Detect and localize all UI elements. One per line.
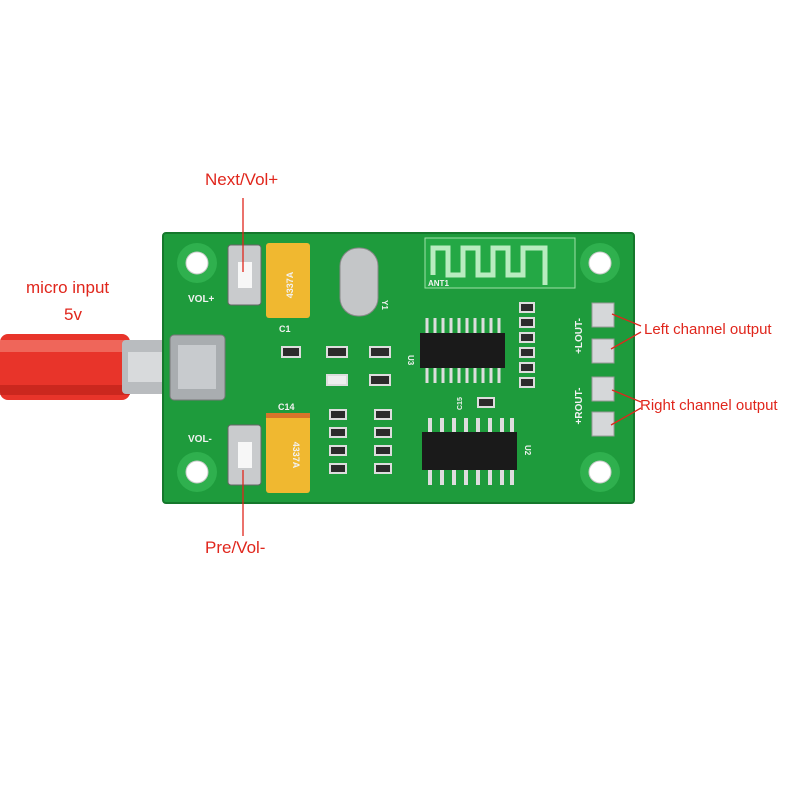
- ic-u3: [420, 318, 505, 383]
- silk-u2: U2: [523, 445, 532, 456]
- silk-vol-down: VOL-: [188, 434, 212, 445]
- label-next-vol-up: Next/Vol+: [205, 170, 279, 189]
- capacitor-c14: [266, 413, 310, 493]
- silk-c1: C1: [279, 324, 291, 334]
- silk-lout: +LOUT-: [574, 318, 585, 354]
- silk-vol-up: VOL+: [188, 294, 215, 305]
- silk-c14: C14: [278, 402, 295, 412]
- mounting-hole: [177, 452, 217, 492]
- silk-y1: Y1: [380, 300, 389, 310]
- usb-cable: [0, 334, 170, 400]
- ic-u2: [422, 418, 517, 485]
- silk-rout: +ROUT-: [574, 388, 585, 425]
- label-left-channel-output: Left channel output: [644, 321, 772, 338]
- vol-up-button: [227, 244, 262, 306]
- silk-c15: C15: [457, 397, 464, 410]
- pcb-board: 4337A 4337A: [162, 232, 635, 504]
- svg-text:4337A: 4337A: [285, 271, 295, 298]
- label-micro-voltage: 5v: [64, 305, 82, 324]
- label-right-channel-output: Right channel output: [640, 397, 778, 414]
- label-micro-input: micro input: [26, 278, 110, 297]
- output-pads: [591, 302, 615, 437]
- label-pre-vol-down: Pre/Vol-: [205, 538, 266, 557]
- silk-u3: U3: [406, 355, 415, 366]
- silk-ant1: ANT1: [428, 279, 449, 288]
- vol-down-button: [227, 424, 262, 486]
- antenna-trace: [424, 237, 576, 289]
- smd-components: [281, 302, 535, 474]
- capacitor-c1: [266, 243, 310, 318]
- mounting-hole: [580, 243, 620, 283]
- svg-text:4337A: 4337A: [291, 442, 301, 469]
- mounting-hole: [580, 452, 620, 492]
- crystal-y1: [339, 247, 379, 317]
- mounting-hole: [177, 243, 217, 283]
- annotation-leader-lines: [242, 198, 642, 536]
